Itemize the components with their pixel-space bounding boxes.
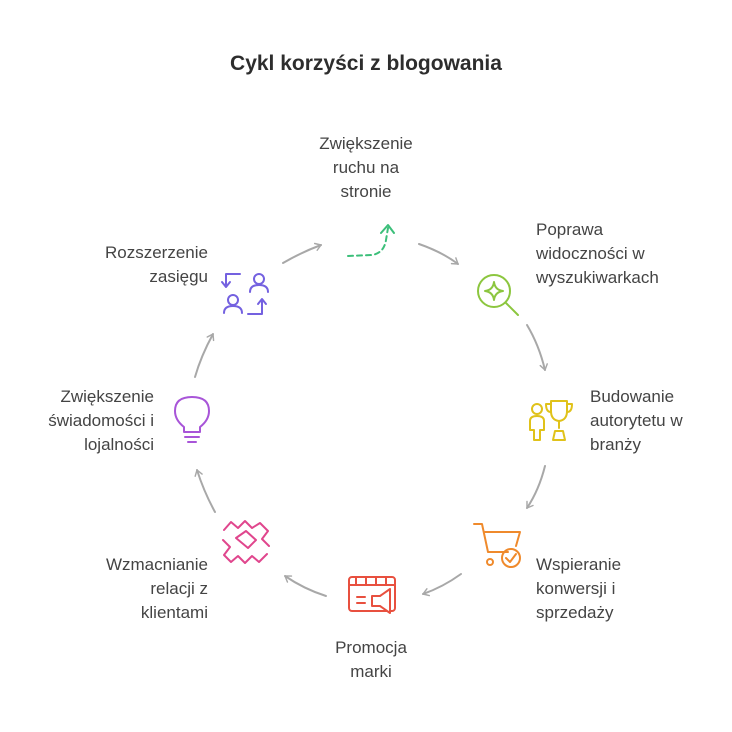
arrow-4-5	[422, 573, 462, 597]
step-label-reach: Rozszerzenie zasięgu	[105, 243, 208, 286]
diagram-title: Cykl korzyści z blogowania	[230, 52, 502, 75]
trophy-person-icon	[529, 400, 573, 441]
arrow-2-3	[526, 324, 548, 371]
user-exchange-icon	[221, 273, 269, 315]
step-label-search-visibility: Poprawa widoczności w wyszukiwarkach	[536, 220, 659, 287]
handshake-icon	[222, 520, 270, 564]
arrow-1-2	[418, 243, 459, 265]
lightbulb-icon	[174, 396, 210, 443]
megaphone-board-icon	[348, 576, 396, 614]
shopping-cart-check-icon	[473, 523, 521, 568]
arrow-5-6	[284, 575, 327, 597]
search-sparkle-icon	[477, 274, 519, 316]
cycle-arrows	[194, 242, 548, 597]
step-label-awareness-loyalty: Zwiększenie świadomości i lojalności	[48, 387, 154, 454]
arrow-6-7	[194, 469, 216, 513]
step-label-conversion: Wspieranie konwersji i sprzedaży	[536, 555, 622, 622]
arrow-7-8	[194, 333, 215, 378]
arrow-3-4	[526, 465, 546, 509]
step-label-traffic: Zwiększenie ruchu na stronie	[319, 134, 413, 201]
step-label-authority: Budowanie autorytetu w branży	[590, 387, 683, 454]
step-label-customer-relations: Wzmacnianie relacji z klientami	[105, 555, 208, 622]
arrow-8-1	[282, 242, 322, 264]
step-label-brand-promotion: Promocja marki	[335, 638, 407, 681]
trending-up-arrow-icon	[347, 224, 395, 257]
